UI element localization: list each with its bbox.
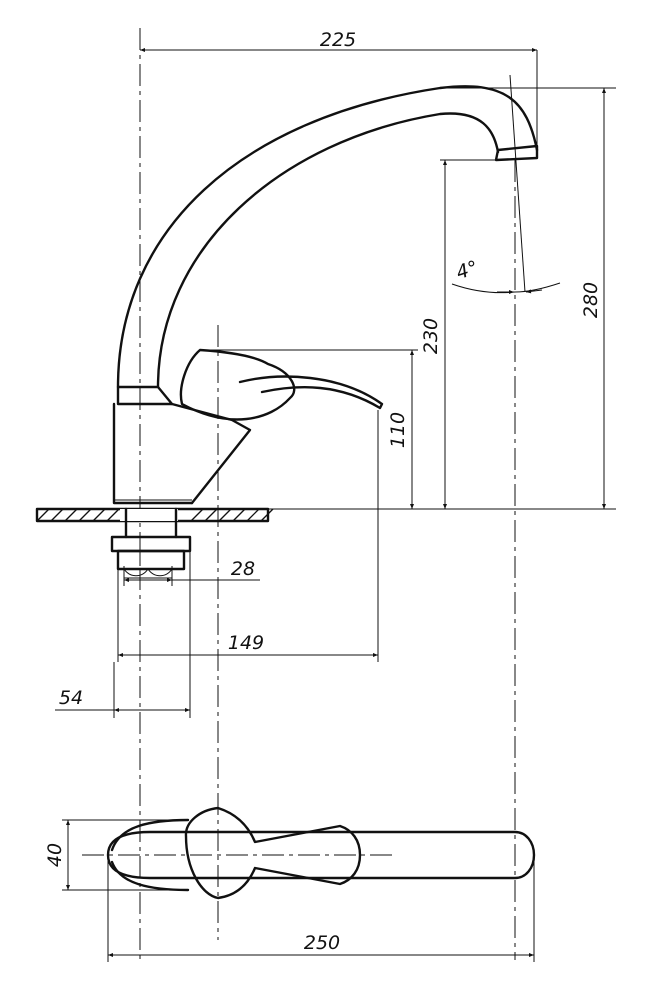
spout-nozzle <box>494 144 539 162</box>
dimension-total-height: 280 <box>268 87 616 510</box>
dimension-lever-height: 110 <box>210 349 418 509</box>
dimension-label-54: 54 <box>59 687 83 709</box>
hatch-line <box>106 508 120 522</box>
dimension-label-angle: 4° <box>453 256 480 284</box>
dimension-label-280: 280 <box>580 282 602 318</box>
dimension-label-225: 225 <box>320 29 356 51</box>
plan-view <box>106 806 536 900</box>
countertop-hatching <box>36 508 274 522</box>
countertop <box>35 507 274 523</box>
body-contour <box>112 402 194 505</box>
dimension-plan-width: 40 <box>44 819 188 891</box>
plan-lever-contour <box>184 806 362 900</box>
lever-handle <box>238 375 384 410</box>
angle-leg <box>509 74 526 293</box>
angle-arc <box>451 282 561 294</box>
hatch-line <box>232 508 246 522</box>
dimension-label-110: 110 <box>387 412 409 448</box>
faucet-body <box>112 348 384 505</box>
hatch-line <box>218 508 232 522</box>
plan-spout-contour <box>106 830 536 880</box>
dimension-label-149: 149 <box>228 632 264 654</box>
dimension-base-width: 54 <box>55 551 191 718</box>
dimension-pipe-diameter: 28 <box>123 558 260 586</box>
hatch-line <box>78 508 92 522</box>
hatch-line <box>92 508 106 522</box>
nut-stem <box>124 507 178 539</box>
hatch-line <box>204 508 218 522</box>
dimension-label-250: 250 <box>304 932 340 954</box>
spout-inner-contour <box>156 112 500 389</box>
dimension-angle: 4° <box>451 74 561 294</box>
dimension-top-width: 225 <box>140 29 538 148</box>
spout-collar <box>116 385 174 406</box>
hatch-line <box>260 508 274 522</box>
dimension-plan-length: 250 <box>107 860 535 962</box>
spout-side-view <box>116 85 539 406</box>
dimension-spout-height: 230 <box>420 159 496 509</box>
dimension-lever-reach: 149 <box>117 410 379 662</box>
dimension-label-40: 40 <box>44 843 66 867</box>
mixer-cap <box>179 348 296 421</box>
hatch-line <box>64 508 78 522</box>
dimension-label-230: 230 <box>420 318 442 354</box>
pipe-ends <box>123 568 173 579</box>
hatch-line <box>36 508 50 522</box>
hatch-line <box>50 508 64 522</box>
center-lines <box>82 28 516 960</box>
nut-upper <box>110 535 192 553</box>
spout-outer-contour <box>116 85 539 389</box>
dimension-label-28: 28 <box>231 558 255 580</box>
hatch-line <box>246 508 260 522</box>
hatch-line <box>190 508 204 522</box>
nut-lower <box>116 549 186 571</box>
